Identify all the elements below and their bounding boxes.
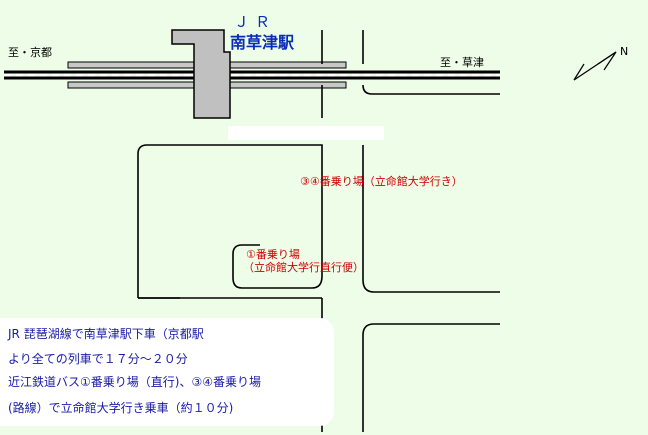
north-label: N xyxy=(620,45,629,58)
station-name: 南草津駅 xyxy=(230,33,295,52)
label-backdrop xyxy=(228,126,384,140)
station-building xyxy=(171,29,231,119)
railway-track xyxy=(4,70,500,80)
north-arrow-icon xyxy=(573,51,617,81)
info-line-4: (路線）で立命館大学行き乗車（約１０分) xyxy=(8,401,234,415)
bus-stop-1-detail: （立命館大学行直行便） xyxy=(243,261,364,274)
access-info-box: JR 琵琶湖線で南草津駅下車（京都駅 より全ての列車で１７分～２０分 近江鉄道バ… xyxy=(0,318,334,426)
direction-kyoto: 至・京都 xyxy=(8,46,52,59)
station-line: ＪＲ xyxy=(234,13,277,31)
info-line-2: より全ての列車で１７分～２０分 xyxy=(8,352,188,366)
info-line-1: JR 琵琶湖線で南草津駅下車（京都駅 xyxy=(8,327,204,341)
bus-stop-3-4: ③④番乗り場（立命館大学行き） xyxy=(300,175,463,188)
bus-stop-1-title: ①番乗り場 xyxy=(246,248,300,261)
direction-kusatsu: 至・草津 xyxy=(440,56,484,69)
info-line-3: 近江鉄道バス①番乗り場（直行)、③④番乗り場 xyxy=(8,375,261,389)
